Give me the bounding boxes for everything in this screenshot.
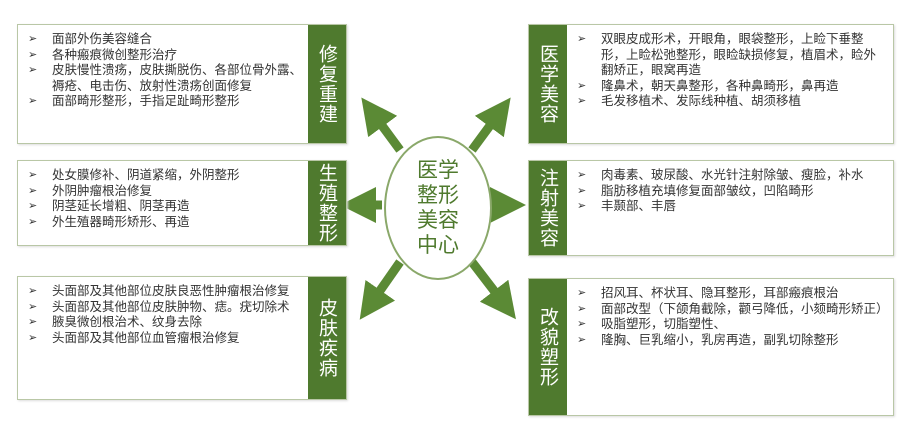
- arrow-up-left: [361, 97, 404, 153]
- box-skin: 头面部及其他部位皮肤良恶性肿瘤根治修复头面部及其他部位皮肤肿物、痣。疣切除术腋臭…: [17, 276, 347, 400]
- box-label: 改貌塑形: [529, 279, 567, 415]
- box-label: 皮肤疾病: [308, 277, 346, 399]
- list-item: 毛发移植术、发际线种植、胡须移植: [575, 93, 887, 109]
- center-ellipse: 医学整形美容中心: [384, 136, 492, 280]
- list-item: 面部改型（下颌角截除，颧弓降低，小颏畸形矫正）: [575, 301, 889, 317]
- list-item: 面部畸形整形，手指足趾畸形整形: [26, 93, 302, 109]
- list-item: 外阴肿瘤根治修复: [26, 183, 302, 199]
- list-item: 外生殖器畸形矫形、再造: [26, 214, 302, 230]
- list-item: 脂肪移植充填修复面部皱纹，凹陷畸形: [575, 183, 887, 199]
- arrow-up-right: [468, 97, 511, 153]
- box-medical-beauty: 医学美容 双眼皮成形术，开眼角，眼袋整形，上睑下垂整形，上睑松弛整形，眼睑缺损修…: [528, 24, 894, 144]
- box-injection: 注射美容 肉毒素、玻尿酸、水光针注射除皱、瘦脸，补水脂肪移植充填修复面部皱纹，凹…: [528, 160, 894, 256]
- list-item: 各种瘢痕微创整形治疗: [26, 47, 302, 63]
- list-item: 吸脂塑形，切脂塑性、: [575, 316, 887, 332]
- list-item: 隆鼻术，朝天鼻整形，各种鼻畸形，鼻再造: [575, 78, 887, 94]
- list-item: 头面部及其他部位血管瘤根治修复: [26, 330, 302, 346]
- center-title: 整形: [417, 183, 459, 207]
- box-label: 修复重建: [308, 25, 346, 143]
- list-item: 处女膜修补、阴道紧缩，外阴整形: [26, 167, 302, 183]
- list-item: 肉毒素、玻尿酸、水光针注射除皱、瘦脸，补水: [575, 167, 887, 183]
- center-title: 美容: [417, 208, 459, 232]
- list-item: 双眼皮成形术，开眼角，眼袋整形，上睑下垂整形，上睑松弛整形，眼睑缺损修复，植眉术…: [575, 31, 887, 78]
- box-label: 注射美容: [529, 161, 567, 255]
- box-label: 生殖整形: [308, 161, 346, 245]
- list-item: 招风耳、杯状耳、隐耳整形，耳部瘢痕根治: [575, 285, 887, 301]
- list-item: 头面部及其他部位皮肤肿物、痣。疣切除术: [26, 299, 302, 315]
- list-item: 丰颞部、丰唇: [575, 198, 887, 214]
- arrow-down-left: [359, 259, 404, 320]
- box-reshaping: 改貌塑形 招风耳、杯状耳、隐耳整形，耳部瘢痕根治面部改型（下颌角截除，颧弓降低，…: [528, 278, 894, 416]
- center-title: 医学: [417, 158, 459, 182]
- list-item: 皮肤慢性溃疡，皮肤撕脱伤、各部位骨外露、褥疮、电击伤、放射性溃疡创面修复: [26, 62, 302, 93]
- list-item: 头面部及其他部位皮肤良恶性肿瘤根治修复: [26, 283, 302, 299]
- center-title: 中心: [417, 233, 459, 257]
- arrow-down-right: [468, 259, 516, 320]
- box-label: 医学美容: [529, 25, 567, 143]
- list-item: 阴茎延长增粗、阴茎再造: [26, 198, 302, 214]
- list-item: 隆胸、巨乳缩小，乳房再造，副乳切除整形: [575, 332, 887, 348]
- list-item: 面部外伤美容缝合: [26, 31, 302, 47]
- box-repair: 面部外伤美容缝合各种瘢痕微创整形治疗皮肤慢性溃疡，皮肤撕脱伤、各部位骨外露、褥疮…: [17, 24, 347, 144]
- list-item: 腋臭微创根治术、纹身去除: [26, 314, 302, 330]
- box-genital: 处女膜修补、阴道紧缩，外阴整形外阴肿瘤根治修复阴茎延长增粗、阴茎再造外生殖器畸形…: [17, 160, 347, 246]
